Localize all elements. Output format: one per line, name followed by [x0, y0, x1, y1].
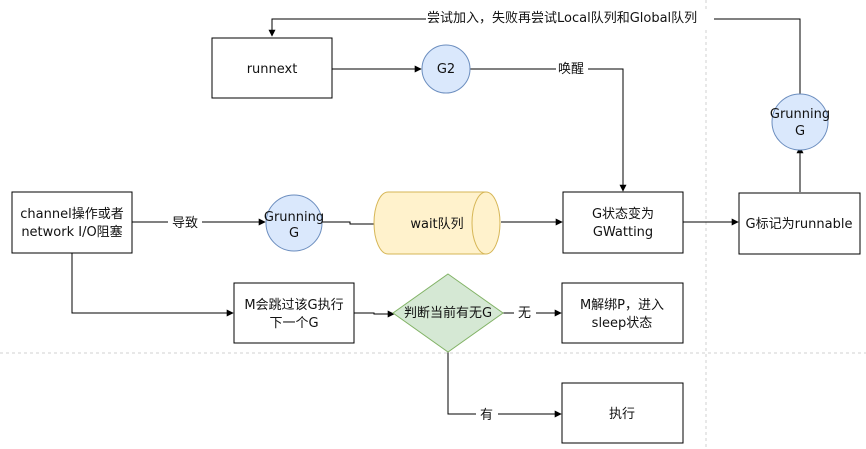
node-channel-label-1: channel操作或者 [20, 206, 123, 222]
edge-label-wake: 唤醒 [558, 62, 584, 77]
node-wait-queue-label: wait队列 [410, 217, 463, 232]
node-decision-label: 判断当前有无G [404, 305, 492, 321]
edge-label-cause: 导致 [172, 216, 198, 231]
edge-mskip-decision [354, 310, 395, 318]
edge-label-have: 有 [480, 408, 493, 423]
node-grunning-top-label-1: Grunning [770, 107, 830, 122]
node-mskip-label-2: 下一个G [269, 316, 318, 331]
node-execute-label: 执行 [609, 407, 635, 422]
node-mskip-label-1: M会跳过该G执行 [244, 298, 343, 313]
node-runnable-label: G标记为runnable [746, 217, 853, 232]
node-runnable: G标记为runnable [738, 192, 861, 255]
node-grunning-mid-label-1: Grunning [264, 210, 324, 225]
node-g2: G2 [421, 44, 471, 94]
node-mskip: M会跳过该G执行 下一个G [233, 282, 355, 344]
node-wait-queue: wait队列 [373, 191, 501, 255]
edge-retry [268, 18, 801, 95]
node-runnext: runnext [211, 37, 333, 99]
node-decision: 判断当前有无G [392, 273, 504, 353]
node-channel: channel操作或者 network I/O阻塞 [11, 191, 133, 254]
node-unbind: M解绑P，进入 sleep状态 [561, 282, 684, 344]
node-unbind-label-1: M解绑P，进入 [580, 298, 664, 313]
edge-channel-mskip [71, 253, 234, 317]
node-channel-label-2: network I/O阻塞 [21, 224, 122, 240]
edge-label-none: 无 [518, 306, 531, 321]
node-runnext-label: runnext [247, 62, 298, 77]
node-execute: 执行 [561, 382, 684, 444]
node-gstate-label-1: G状态变为 [592, 206, 654, 222]
node-grunning-top: Grunning G [770, 93, 830, 151]
node-g2-label: G2 [437, 62, 455, 77]
edge-have [447, 351, 562, 418]
node-grunning-mid-label-2: G [289, 226, 299, 241]
edge-wake [470, 68, 627, 192]
node-grunning-mid: Grunning G [264, 194, 324, 252]
node-grunning-top-label-2: G [795, 124, 805, 139]
edge-label-retry: 尝试加入，失败再尝试Local队列和Global队列 [427, 11, 697, 26]
node-gstate-label-2: GWatting [593, 225, 653, 240]
node-unbind-label-2: sleep状态 [592, 316, 653, 331]
edge-labels: 尝试加入，失败再尝试Local队列和Global队列 唤醒 导致 无 有 [168, 9, 714, 424]
edge-grunning-wait [322, 221, 380, 225]
node-gstate: G状态变为 GWatting [562, 191, 684, 254]
